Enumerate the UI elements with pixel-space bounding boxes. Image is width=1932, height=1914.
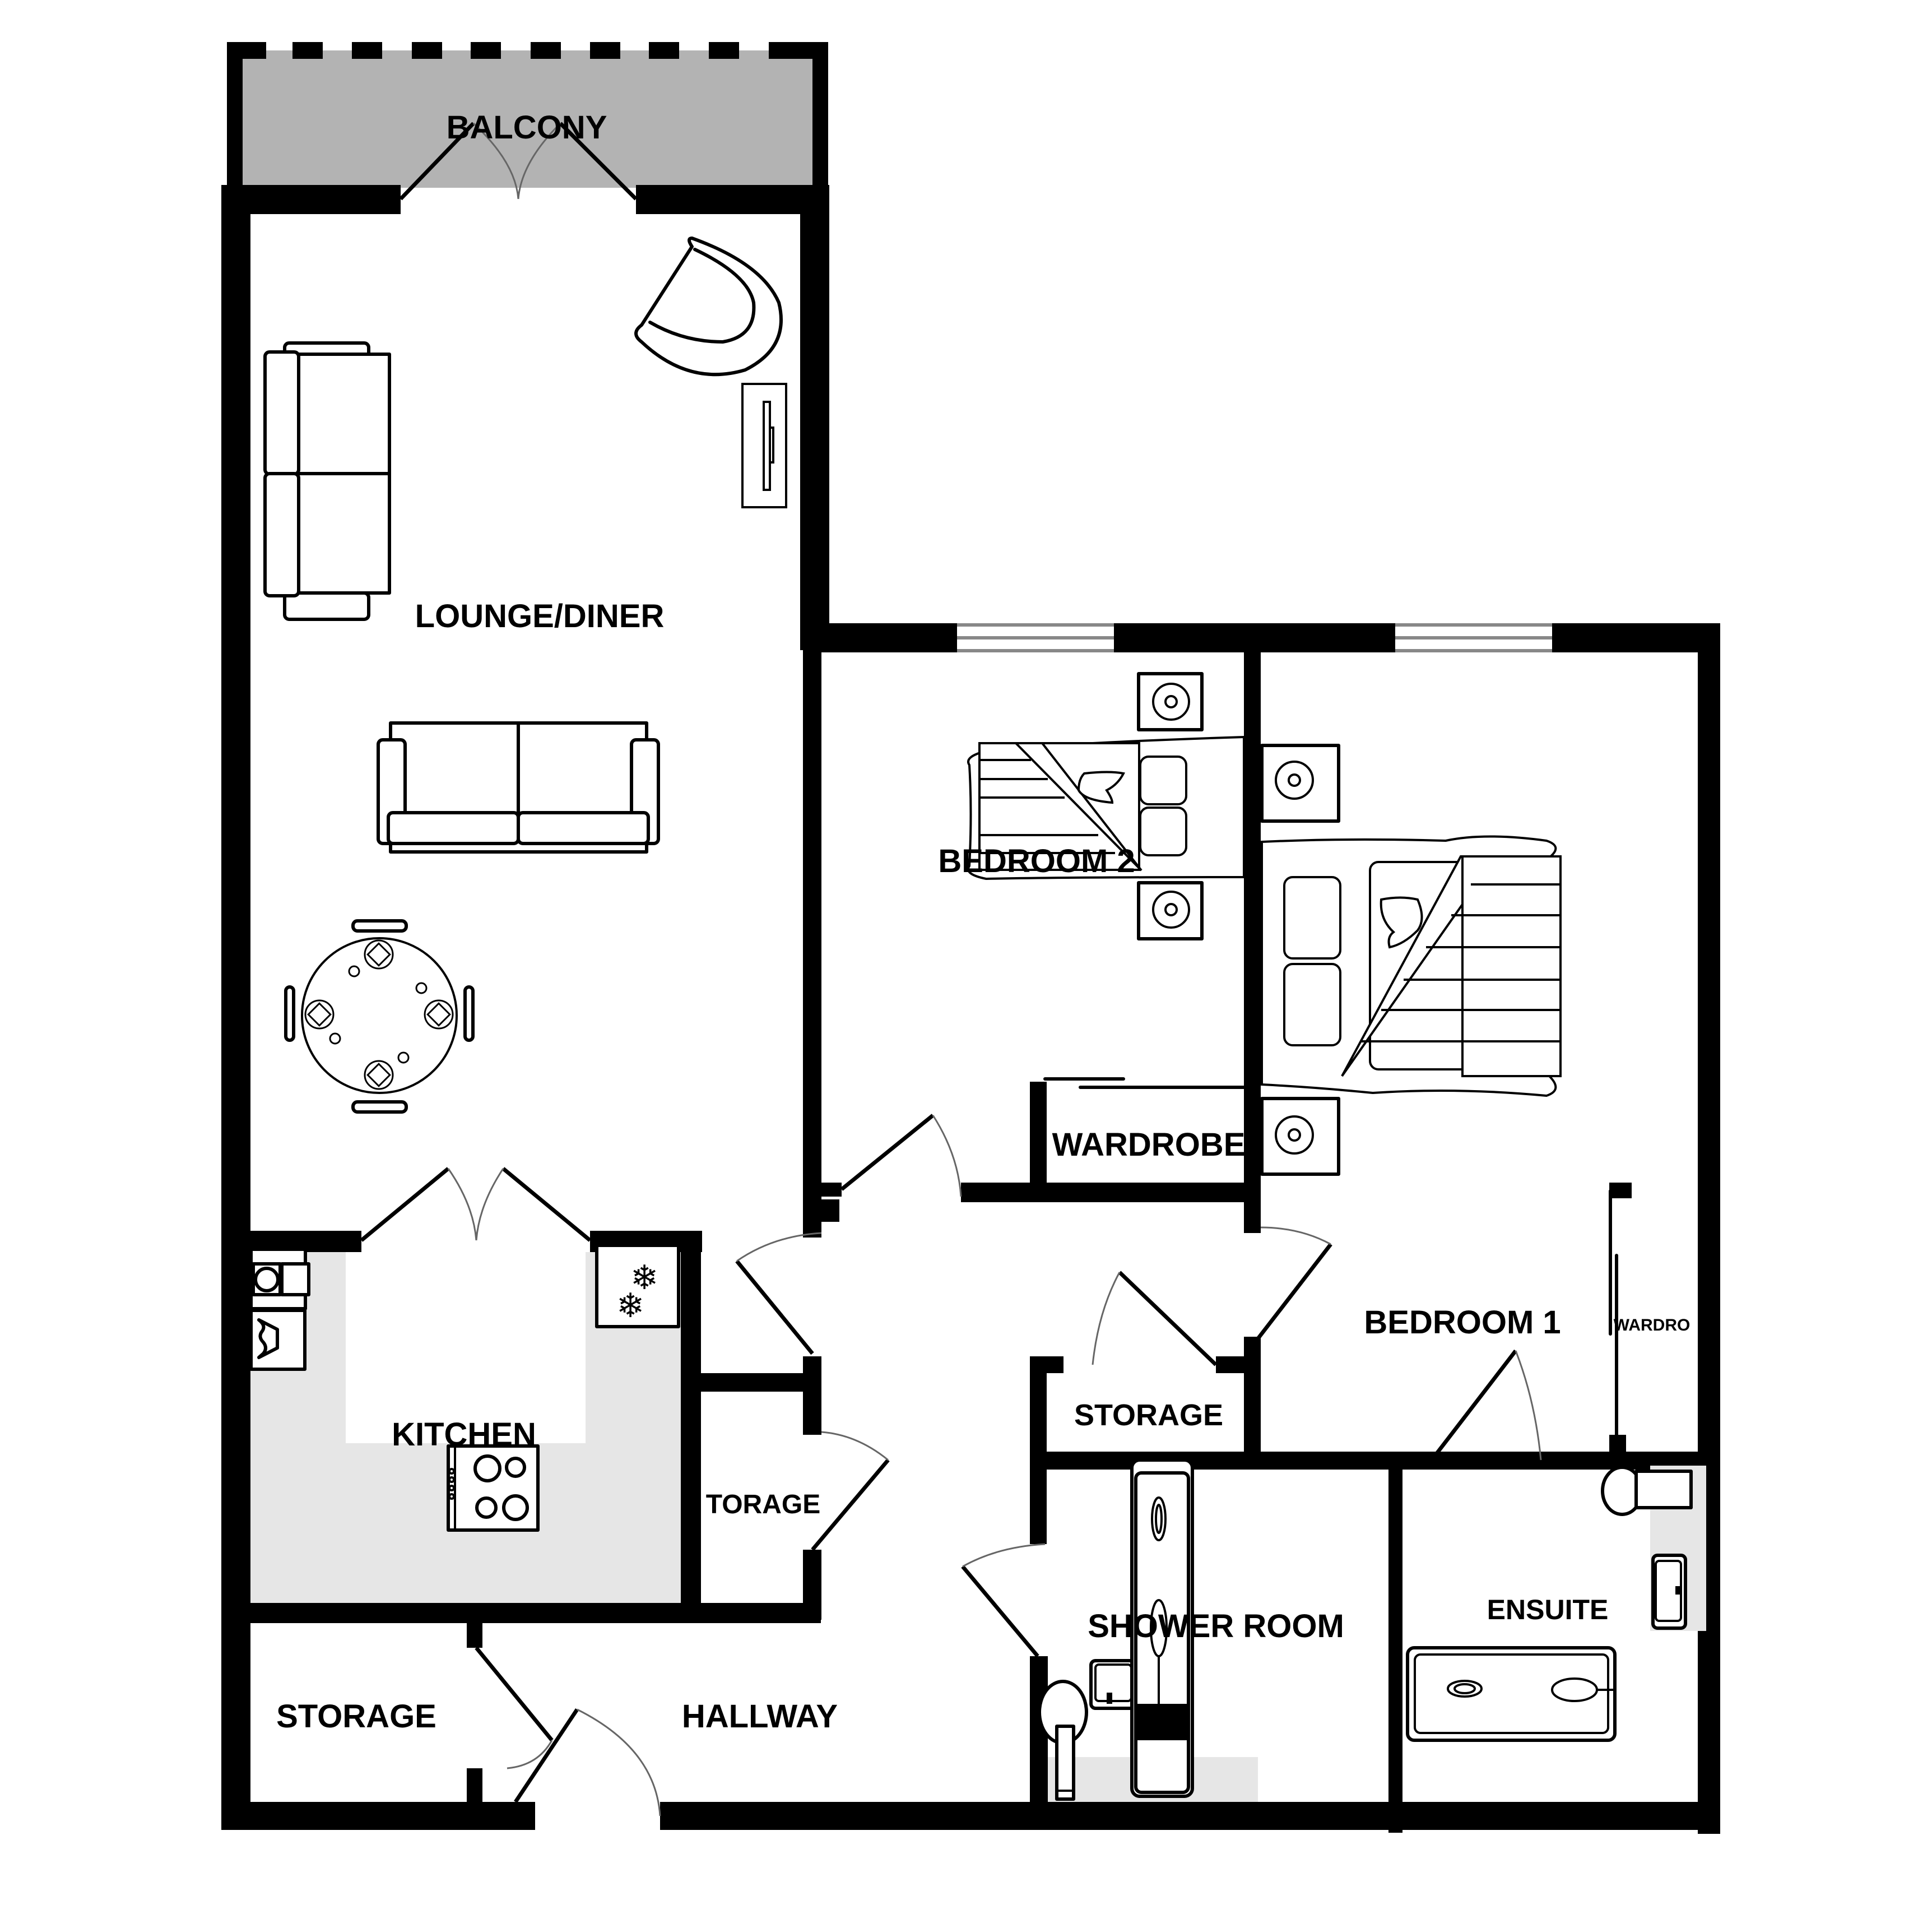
basin-icon bbox=[1651, 1554, 1687, 1630]
wardrobe-rails bbox=[1609, 1189, 1618, 1436]
bedside-table-icon bbox=[1260, 1097, 1340, 1176]
wardrobe-rails bbox=[1043, 1077, 1247, 1089]
room-label-wardrobe-bedroom-2: WARDROBE bbox=[1052, 1127, 1246, 1163]
room-label-kitchen: KITCHEN bbox=[392, 1416, 536, 1453]
room-label-storage-entry: STORAGE bbox=[276, 1698, 436, 1735]
room-label-lounge-diner: LOUNGE/DINER bbox=[415, 598, 665, 634]
room-label-shower-room: SHOWER ROOM bbox=[1088, 1608, 1344, 1644]
sofa-icon bbox=[377, 721, 660, 854]
window-bedroom-2 bbox=[957, 623, 1114, 652]
balcony bbox=[227, 42, 828, 188]
bedside-table-icon bbox=[1260, 744, 1340, 823]
washing-machine-icon bbox=[249, 1248, 310, 1310]
room-label-wardrobe-bedroom-1: WARDRO bbox=[1613, 1316, 1690, 1334]
double-bed-icon bbox=[967, 735, 1245, 880]
bedside-table-icon bbox=[1137, 672, 1204, 731]
toilet-icon bbox=[1038, 1680, 1088, 1801]
tv-unit-icon bbox=[741, 383, 787, 508]
hob-icon bbox=[447, 1444, 540, 1532]
fridge-freezer-icon: ❄ ❄ bbox=[595, 1244, 680, 1328]
dining-table-icon bbox=[284, 919, 475, 1114]
room-label-ensuite: ENSUITE bbox=[1487, 1594, 1609, 1625]
sofa-icon bbox=[263, 341, 391, 621]
room-label-storage-corridor: STORAGE bbox=[1074, 1398, 1224, 1432]
armchair-icon bbox=[634, 237, 783, 377]
window-bedroom-1 bbox=[1395, 623, 1552, 652]
room-label-balcony: BALCONY bbox=[446, 109, 607, 146]
bath-icon bbox=[1130, 1458, 1194, 1798]
bedside-table-icon bbox=[1137, 881, 1204, 940]
shower-room-fixtures bbox=[1038, 1458, 1258, 1802]
room-label-bedroom-1: BEDROOM 1 bbox=[1364, 1304, 1561, 1341]
doors bbox=[360, 122, 1542, 1816]
room-label-hallway: HALLWAY bbox=[681, 1698, 838, 1735]
ensuite-fixtures bbox=[1406, 1466, 1706, 1742]
balcony-railing bbox=[227, 42, 825, 59]
shower-tray-icon bbox=[1406, 1646, 1617, 1742]
double-bed-icon bbox=[1261, 835, 1562, 1097]
room-label-bedroom-2: BEDROOM 2 bbox=[938, 843, 1135, 879]
svg-text:❄: ❄ bbox=[630, 1258, 658, 1297]
room-label-storage-small: TORAGE bbox=[705, 1490, 821, 1519]
sink-icon bbox=[249, 1309, 306, 1371]
svg-text:❄: ❄ bbox=[616, 1286, 644, 1326]
basin-icon bbox=[1089, 1659, 1137, 1710]
toilet-icon bbox=[1601, 1466, 1693, 1516]
